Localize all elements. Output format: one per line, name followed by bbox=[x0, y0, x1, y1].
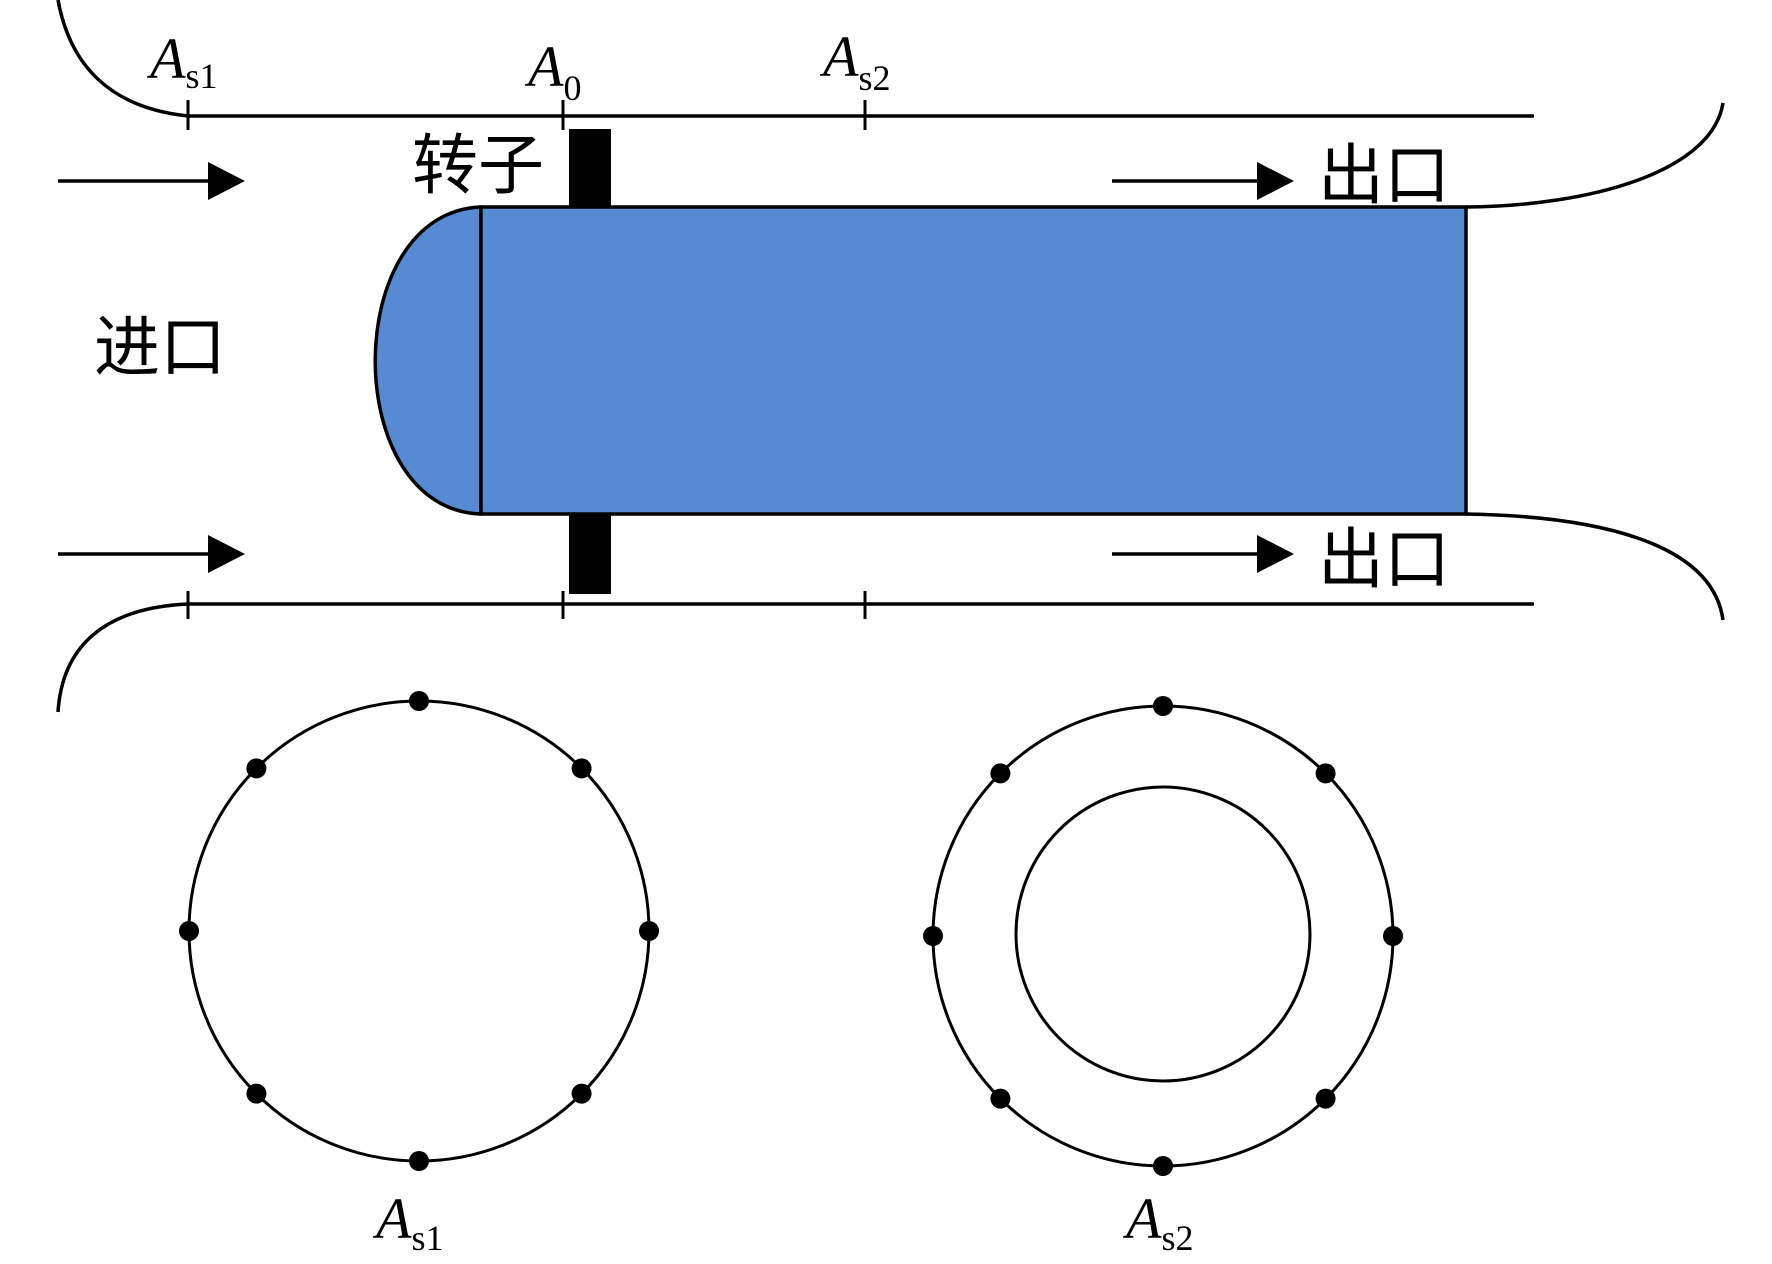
rotor-label: 转子 bbox=[412, 127, 544, 204]
outlet-top-curve bbox=[1465, 102, 1725, 209]
measurement-point-dot bbox=[639, 921, 659, 941]
rotor-blade-bottom bbox=[569, 512, 611, 594]
outlet-label-bottom: 出口 bbox=[1318, 521, 1450, 598]
section-label-as2: As2 bbox=[1122, 1186, 1193, 1258]
hub-nose-cone bbox=[373, 205, 483, 516]
measurement-point-dot bbox=[1153, 1156, 1173, 1176]
measurement-point-dot bbox=[1315, 1088, 1336, 1109]
measurement-point-dot bbox=[1315, 763, 1336, 784]
measurement-point-dot bbox=[246, 1083, 267, 1104]
duct-top-wall bbox=[56, 0, 1534, 118]
right-arrow-icon bbox=[1112, 535, 1294, 573]
measurement-point-dot bbox=[409, 691, 429, 711]
inlet-label: 进口 bbox=[94, 309, 226, 386]
measurement-point-dot bbox=[923, 926, 943, 946]
duct-bottom-wall bbox=[56, 602, 1534, 713]
measurement-point-dot bbox=[409, 1151, 429, 1171]
measurement-point-dot bbox=[1383, 926, 1403, 946]
outlet-label-top: 出口 bbox=[1318, 137, 1450, 214]
measurement-point-dot bbox=[990, 1088, 1011, 1109]
measurement-point-dot bbox=[246, 758, 267, 779]
outlet-bottom-curve bbox=[1465, 512, 1725, 621]
section-as2-probes bbox=[923, 696, 1403, 1176]
rotor-blade-top bbox=[569, 129, 611, 209]
section-as1-probes bbox=[179, 691, 659, 1171]
station-label-as2: As2 bbox=[819, 24, 890, 98]
section-as2: As2 bbox=[923, 696, 1403, 1258]
station-label-a0: A0 bbox=[524, 34, 581, 108]
hub-cylinder bbox=[479, 205, 1468, 516]
section-label-as1: As1 bbox=[372, 1186, 443, 1258]
section-as1: As1 bbox=[179, 691, 659, 1258]
measurement-point-dot bbox=[179, 921, 199, 941]
section-as2-inner-circle bbox=[1014, 785, 1312, 1083]
station-label-as1: As1 bbox=[146, 26, 217, 96]
measurement-point-dot bbox=[990, 763, 1011, 784]
measurement-point-dot bbox=[571, 758, 592, 779]
right-arrow-icon bbox=[1112, 162, 1294, 200]
measurement-point-dot bbox=[1153, 696, 1173, 716]
right-arrow-icon bbox=[58, 535, 245, 573]
right-arrow-icon bbox=[58, 162, 245, 200]
measurement-point-dot bbox=[571, 1083, 592, 1104]
